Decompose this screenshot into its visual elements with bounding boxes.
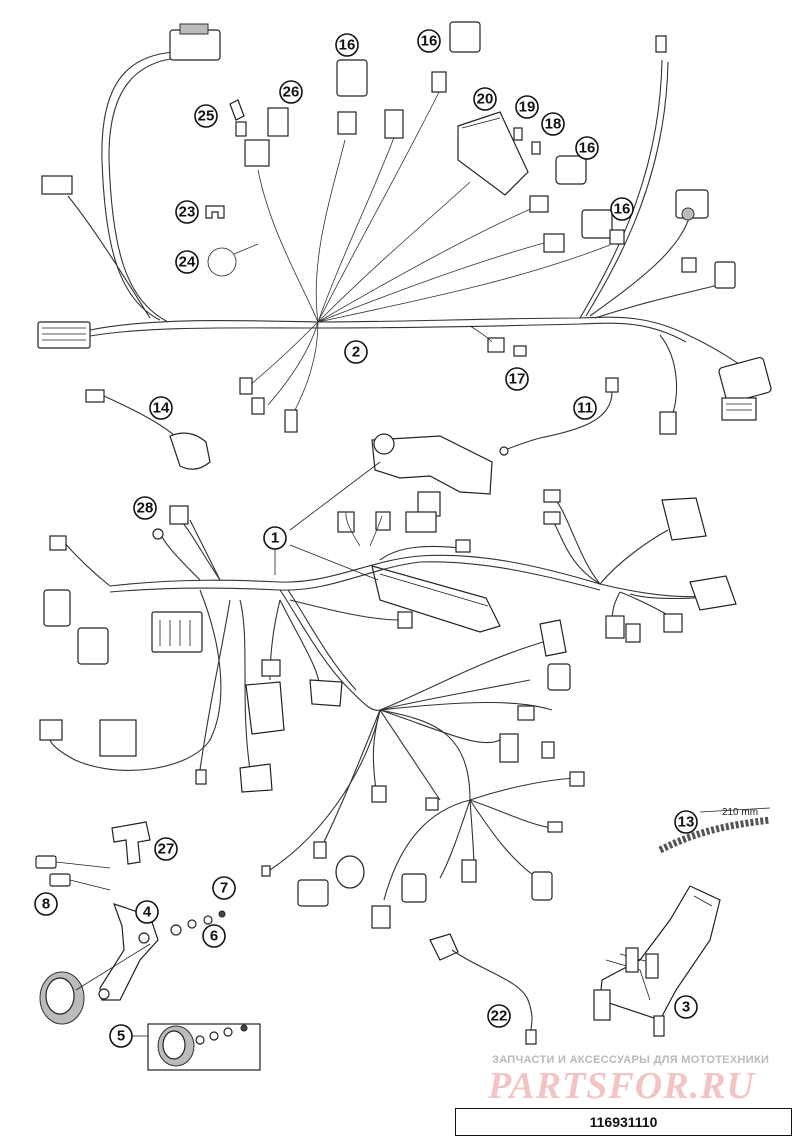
callout-1: 1: [263, 526, 287, 550]
sensor-lead-22: [429, 933, 537, 1045]
callout-18: 18: [541, 112, 565, 136]
spiral-wrap-13: [658, 807, 771, 854]
svg-text:8: 8: [42, 896, 50, 913]
svg-text:14: 14: [153, 400, 170, 417]
svg-text:1: 1: [271, 530, 279, 547]
callout-26: 26: [279, 80, 303, 104]
svg-text:16: 16: [421, 33, 438, 50]
svg-text:25: 25: [198, 108, 215, 125]
dimension-label: 210 mm: [722, 807, 758, 818]
svg-text:17: 17: [509, 371, 526, 388]
sensor-lead-11: [499, 377, 619, 456]
callout-11: 11: [573, 396, 597, 420]
svg-text:13: 13: [678, 814, 695, 831]
callout-16c: 16: [575, 136, 599, 160]
svg-text:27: 27: [158, 841, 175, 858]
svg-text:5: 5: [117, 1028, 125, 1045]
watermark-caption: ЗАПЧАСТИ И АКСЕССУАРЫ ДЛЯ МОТОТЕХНИКИ: [492, 1054, 770, 1066]
callout-19: 19: [515, 95, 539, 119]
callout-7: 7: [212, 876, 236, 900]
callout-4: 4: [135, 900, 159, 924]
svg-text:2: 2: [352, 344, 360, 361]
bracket-3: [593, 885, 721, 1037]
drawing-number-box: 116931110: [455, 1108, 792, 1136]
svg-text:16: 16: [339, 37, 356, 54]
svg-text:18: 18: [545, 116, 562, 133]
callout-14: 14: [149, 396, 173, 420]
callout-16d: 16: [610, 197, 634, 221]
mount-hardware-4-8: [35, 855, 261, 1071]
callout-17: 17: [505, 367, 529, 391]
callout-28: 28: [133, 496, 157, 520]
callout-22: 22: [487, 1004, 511, 1028]
svg-text:4: 4: [143, 904, 152, 921]
svg-text:28: 28: [137, 500, 154, 517]
svg-text:16: 16: [579, 140, 596, 157]
callout-2: 2: [344, 340, 368, 364]
main-harness-lower: [39, 433, 737, 929]
callout-25: 25: [194, 104, 218, 128]
callout-5: 5: [109, 1024, 133, 1048]
svg-text:22: 22: [491, 1008, 508, 1025]
callout-23: 23: [175, 200, 199, 224]
svg-text:3: 3: [682, 999, 690, 1016]
callout-20: 20: [473, 87, 497, 111]
clip-27: [111, 821, 151, 865]
svg-text:6: 6: [210, 928, 218, 945]
callout-8: 8: [34, 892, 58, 916]
svg-text:26: 26: [283, 84, 300, 101]
svg-text:11: 11: [577, 400, 593, 417]
callout-6: 6: [202, 924, 226, 948]
svg-text:19: 19: [519, 99, 536, 116]
svg-text:7: 7: [220, 880, 228, 897]
callout-27: 27: [154, 837, 178, 861]
svg-text:24: 24: [179, 254, 196, 271]
callout-24: 24: [175, 250, 199, 274]
callout-3: 3: [674, 995, 698, 1019]
svg-text:23: 23: [179, 204, 196, 221]
callout-labels: 1 2 3 4 5 6 7 8 11 13 14 16 16 16 16 17 …: [34, 29, 758, 1048]
callout-13: 13: [674, 810, 698, 834]
svg-text:20: 20: [477, 91, 494, 108]
watermark-logo: PARTSFOR.RU: [488, 1065, 755, 1107]
callout-16a: 16: [335, 33, 359, 57]
main-harness-upper: [37, 21, 772, 435]
callout-16b: 16: [417, 29, 441, 53]
svg-text:16: 16: [614, 201, 631, 218]
sensor-lead-14: [85, 389, 211, 470]
